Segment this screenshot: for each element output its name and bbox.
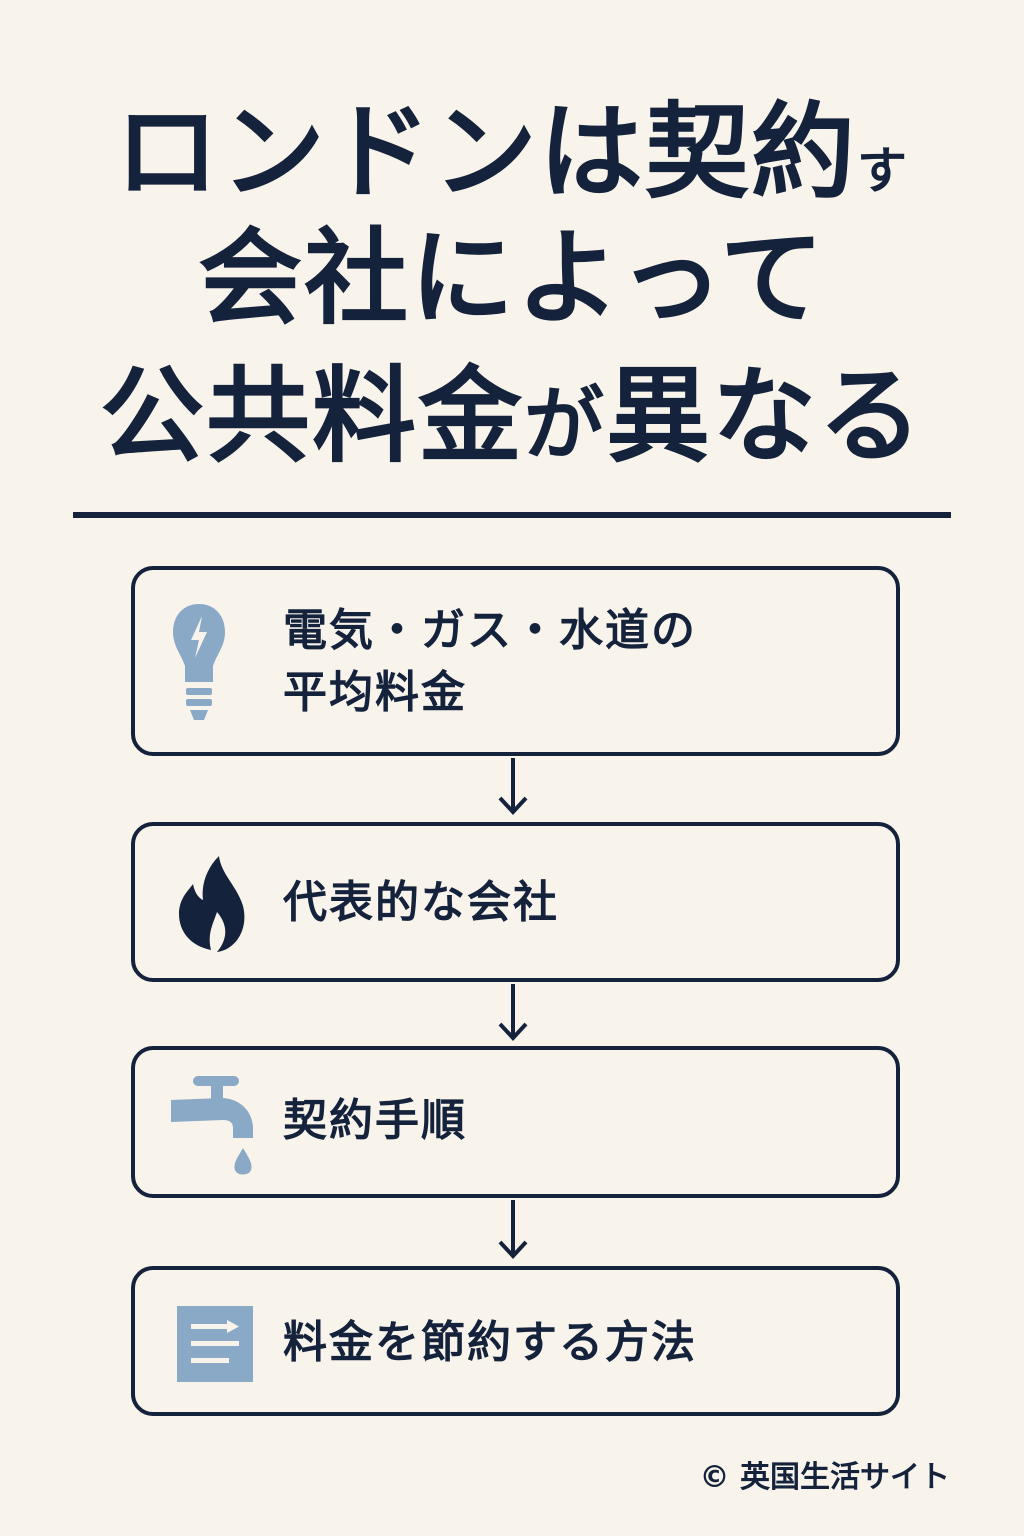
- arrow-down-icon: [498, 1200, 528, 1259]
- step-card-average-rates: 電気・ガス・水道の 平均料金: [131, 566, 900, 756]
- flame-icon: [179, 856, 245, 952]
- faucet-icon: [171, 1076, 253, 1175]
- step-label: 料金を節約する方法: [283, 1317, 697, 1368]
- step-label: 電気・ガス・水道の 平均料金: [283, 605, 697, 718]
- step-card-contract-procedure: 契約手順: [131, 1046, 900, 1198]
- title-line-1: ロンドンは契約す: [114, 91, 909, 213]
- divider: [73, 512, 951, 518]
- step-card-companies: 代表的な会社: [131, 822, 900, 982]
- arrow-down-icon: [498, 758, 528, 815]
- list-arrow-icon: [177, 1306, 253, 1382]
- step-card-saving-methods: 料金を節約する方法: [131, 1266, 900, 1416]
- title-line-3: 公共料金が異なる: [99, 355, 925, 477]
- step-label: 代表的な会社: [283, 877, 559, 928]
- step-label: 契約手順: [283, 1095, 467, 1146]
- title-line-2: 会社によって: [198, 217, 826, 339]
- lightbulb-icon: [173, 604, 225, 720]
- arrow-down-icon: [498, 984, 528, 1041]
- copyright-footer: © 英国生活サイト: [699, 1460, 950, 1495]
